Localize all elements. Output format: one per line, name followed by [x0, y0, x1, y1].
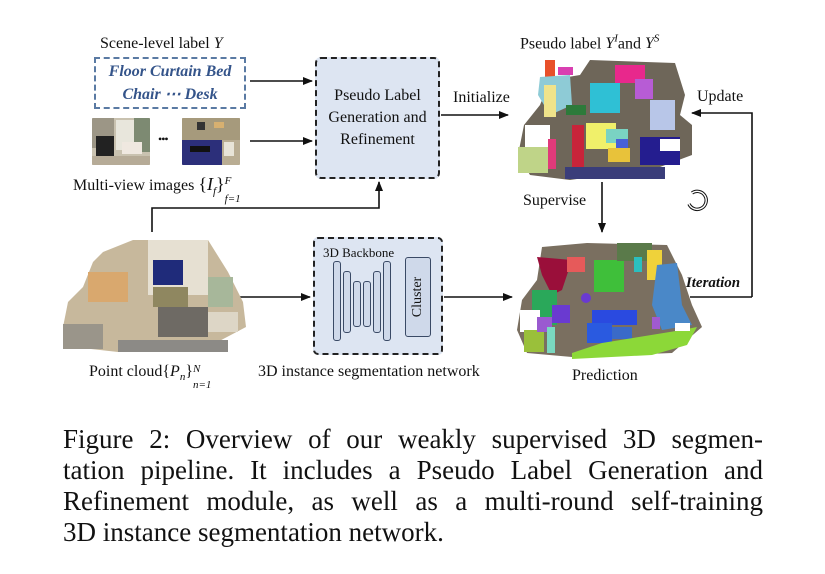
point-cloud-symbol: {Pn}: [162, 363, 193, 384]
prediction-label: Prediction: [572, 367, 638, 384]
supervise-label: Supervise: [523, 192, 587, 209]
network-layer: [353, 281, 361, 327]
cluster-module: Cluster: [405, 257, 431, 337]
cluster-label: Cluster: [410, 276, 425, 318]
scene-class-box: Floor Curtain Bed Chair ⋯ Desk: [94, 57, 246, 109]
connector-layer: [151, 77, 753, 301]
network-label: 3D instance segmentation network: [258, 363, 480, 380]
scene-classes-line1: Floor Curtain Bed: [108, 63, 232, 80]
multiview-image-1: [92, 118, 150, 165]
network-layer: [383, 261, 391, 341]
arrow-pointcloud-to-module: [151, 181, 383, 232]
iteration-label: T Iteration: [673, 275, 741, 291]
caption-line-3: Refinement module, as well as a multi-ro…: [63, 486, 763, 516]
pseudo-module-line1: Pseudo Label: [334, 87, 421, 104]
multiview-image-2: [182, 118, 240, 165]
network-layer: [373, 271, 381, 333]
scene-label-symbol: Y: [213, 35, 223, 52]
arrow-update-loop: [691, 109, 753, 297]
network-layer: [343, 271, 351, 333]
pseudo-label-pointcloud: [510, 55, 700, 183]
network-layer: [333, 261, 341, 341]
cycle-icon: [687, 189, 708, 212]
scene-classes-line2: Chair ⋯ Desk: [122, 86, 218, 103]
caption-line-2: tation pipeline. It includes a Pseudo La…: [63, 455, 763, 485]
update-label: Update: [697, 88, 744, 105]
caption-line-1: Figure 2: Overview of our weakly supervi…: [63, 424, 763, 454]
network-layer: [363, 281, 371, 327]
caption-line-4: 3D instance segmentation network.: [63, 517, 444, 547]
backbone-title: 3D Backbone: [323, 245, 395, 260]
pseudo-module-line2: Generation and: [328, 109, 427, 126]
backbone-network: 3D Backbone Cluster: [313, 237, 443, 355]
scene-label-title: Scene-level label Y: [100, 35, 223, 52]
input-pointcloud: [58, 232, 248, 354]
multiview-ellipsis: •••: [158, 132, 169, 146]
pseudo-label-module: Pseudo Label Generation and Refinement: [315, 57, 440, 179]
initialize-label: Initialize: [453, 89, 510, 106]
figure-caption: Figure 2: Overview of our weakly supervi…: [63, 424, 763, 548]
prediction-pointcloud: [512, 235, 707, 360]
pseudo-label-title: Pseudo label YIand YS: [520, 33, 660, 53]
multiview-symbol: {If}: [198, 174, 225, 198]
pseudo-module-line3: Refinement: [340, 131, 415, 148]
